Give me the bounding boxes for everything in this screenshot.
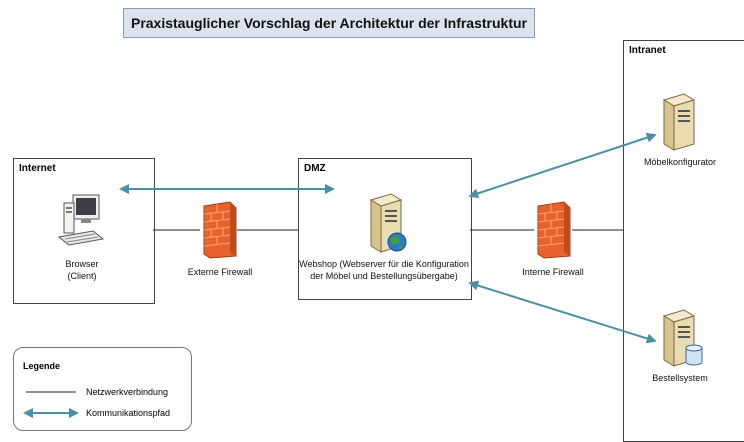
internet-zone: Internet (13, 158, 155, 304)
bestellsystem-label: Bestellsystem (652, 373, 708, 383)
webshop-label: Webshop (Webserver für die Konfiguration… (299, 259, 469, 281)
internet-zone-label: Internet (19, 163, 56, 174)
intranet-zone-label: Intranet (629, 45, 666, 56)
legend-title: Legende (23, 361, 61, 371)
dmz-zone-label: DMZ (304, 163, 326, 174)
legend-symbols (23, 391, 79, 418)
legend-comm-label: Kommunikationspfad (86, 408, 171, 418)
firewall-icon (203, 201, 237, 259)
moebelkonfigurator-label: Möbelkonfigurator (643, 157, 717, 167)
pc-icon (57, 194, 105, 246)
page-title: Praxistauglicher Vorschlag der Architekt… (123, 8, 535, 38)
external-firewall-label: Externe Firewall (187, 267, 253, 277)
comm-path-webshop-moebelkonfigurator (468, 132, 657, 199)
comm-path-webshop-bestellsystem (468, 280, 657, 344)
firewall-icon (537, 201, 571, 259)
database-server-icon (662, 309, 703, 367)
legend-network-label: Netzwerkverbindung (86, 387, 169, 397)
browser-label: Browser (Client) (65, 259, 99, 281)
internal-firewall-label: Interne Firewall (522, 267, 584, 277)
legend: Legende Netzwerkverbindung Kommunikation… (13, 347, 192, 431)
web-server-icon (369, 193, 407, 253)
server-icon (662, 93, 696, 151)
